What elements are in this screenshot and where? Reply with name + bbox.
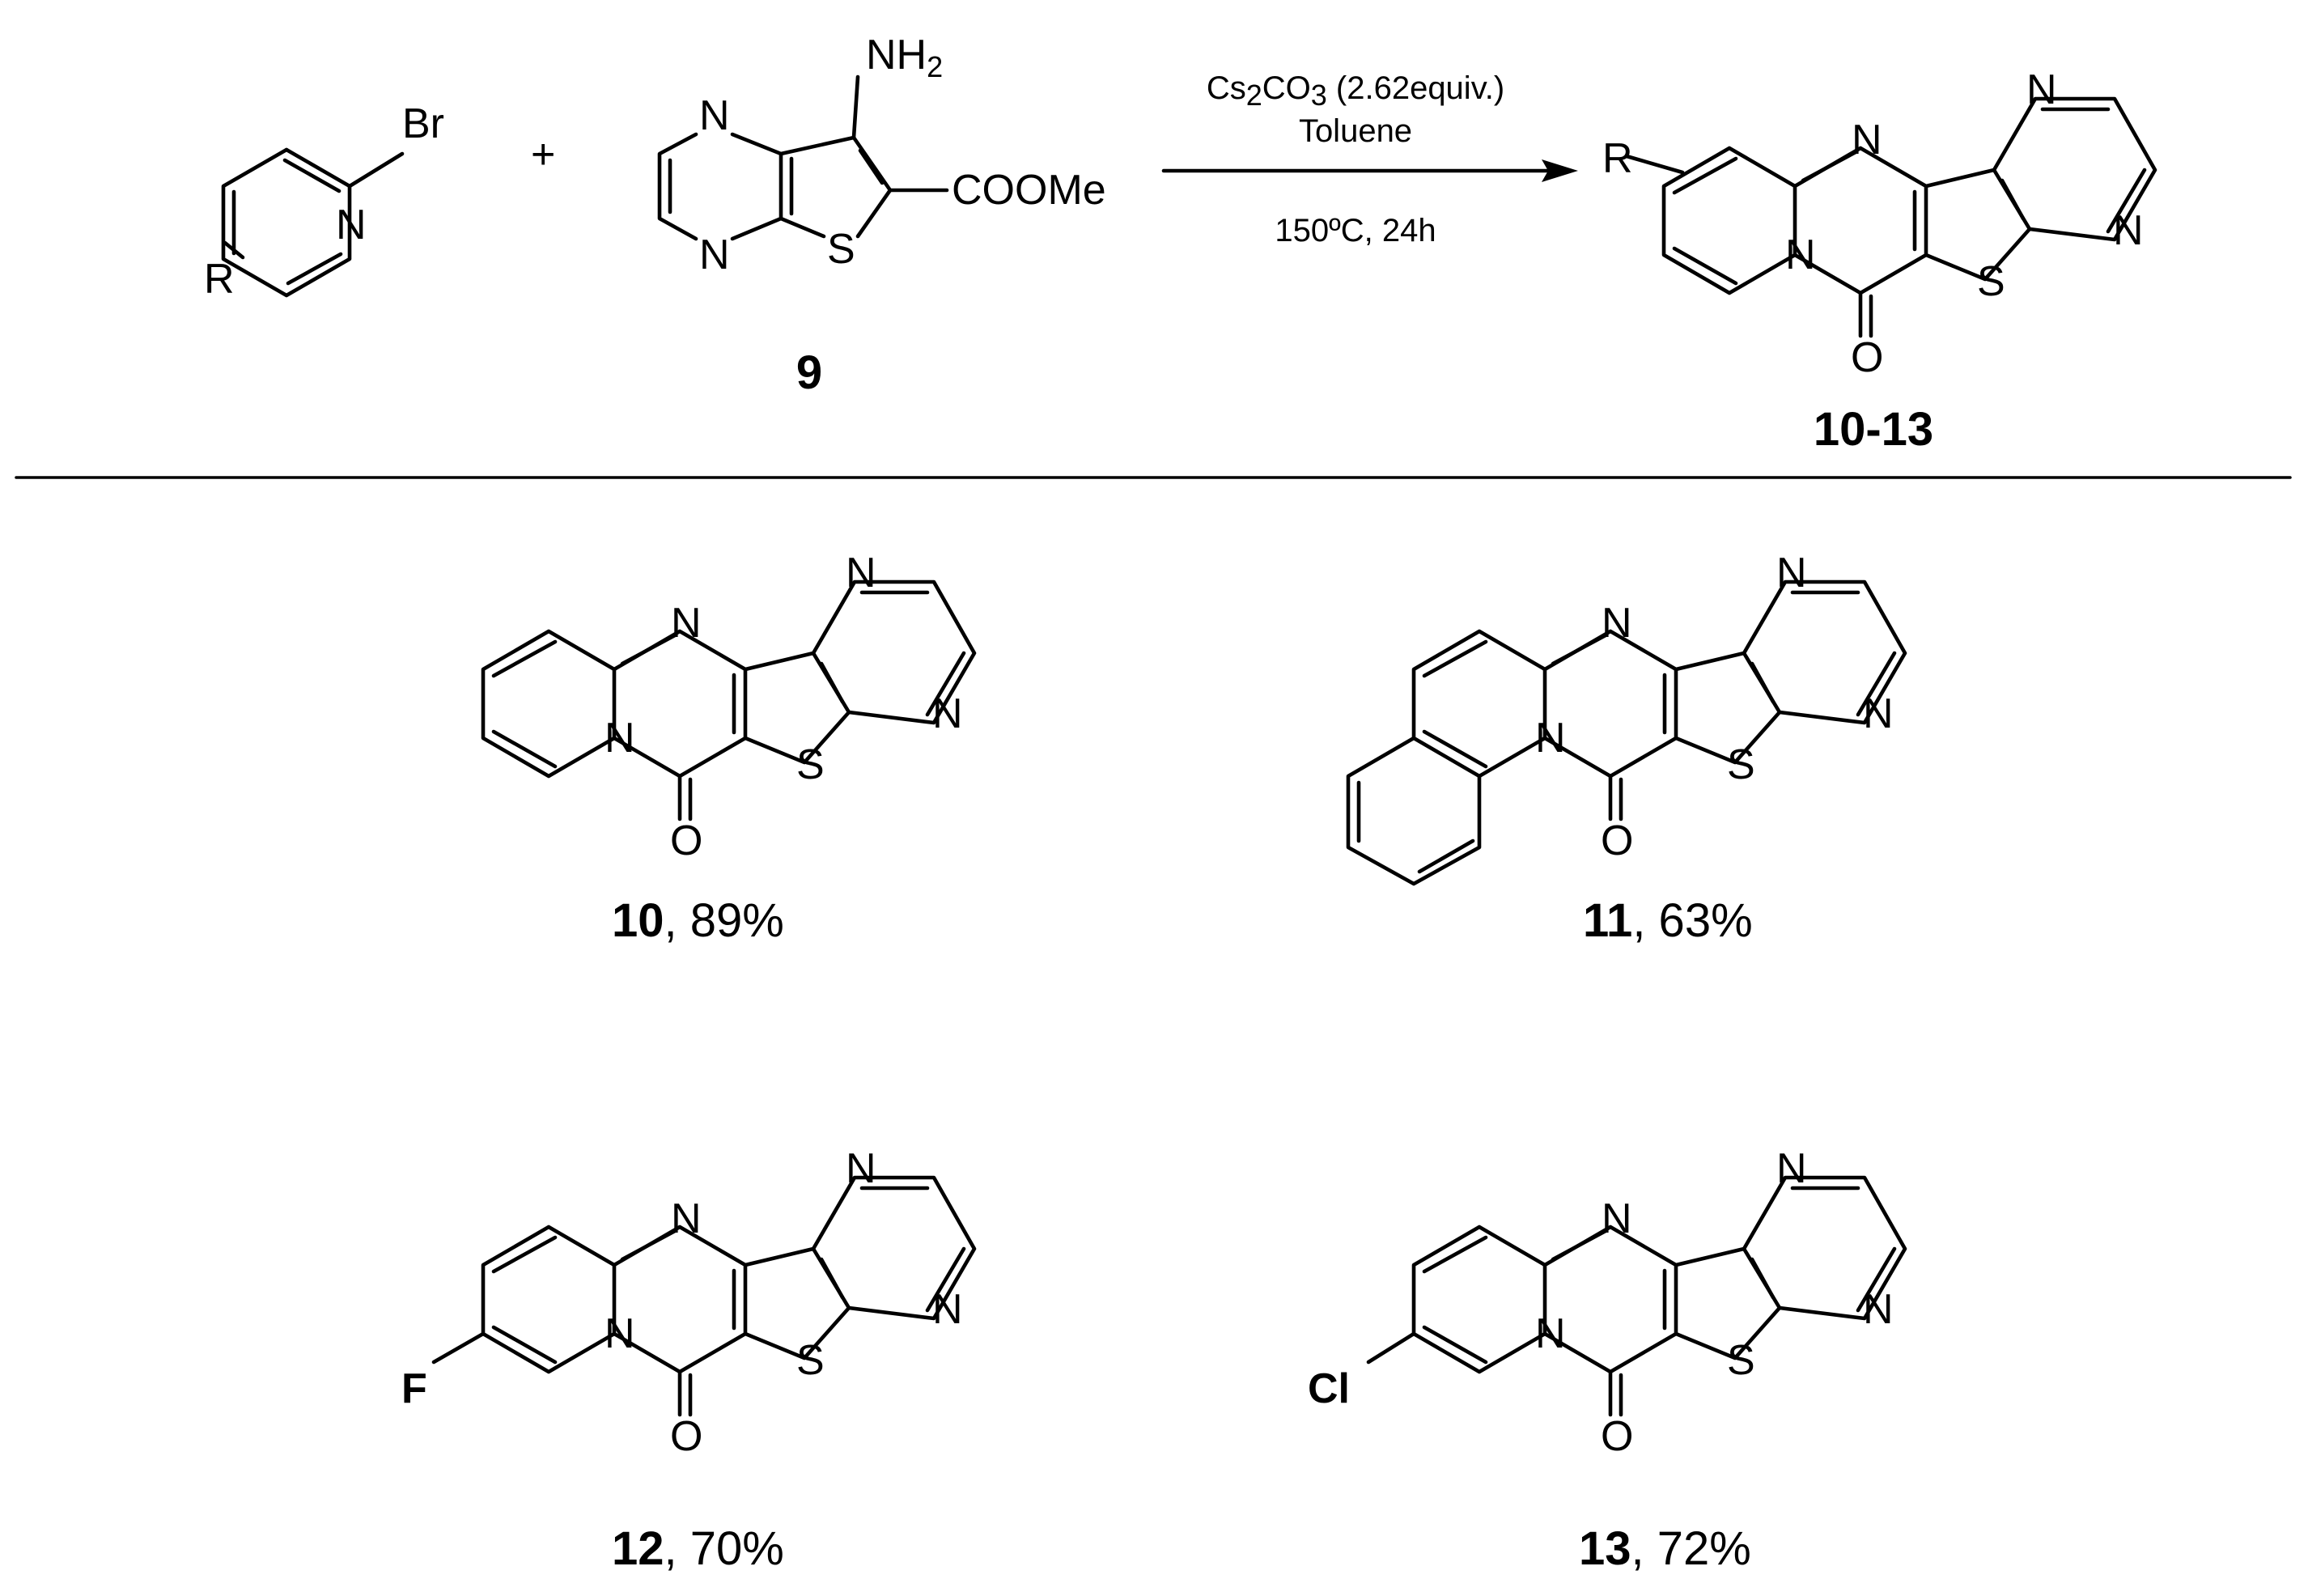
product-r-label: R — [1602, 135, 1633, 182]
oxygen: O — [1601, 817, 1633, 864]
compound-13-bonds — [1366, 1178, 1905, 1415]
r-substituent-label: R — [204, 256, 235, 303]
compound-10-bonds — [483, 582, 974, 819]
product-general: R N N N N S O 10-13 — [1602, 66, 2155, 456]
sulfur: S — [796, 1337, 825, 1384]
compound-10: N N N N S O 10, 89% — [483, 550, 974, 947]
sulfur: S — [1727, 741, 1755, 788]
bromopyridine-bonds — [221, 147, 405, 298]
amine-label: NH2 — [866, 32, 943, 83]
pyrazine-nitrogen-2: N — [1863, 1286, 1894, 1333]
sulfur: S — [1727, 1337, 1755, 1384]
pyrazine-nitrogen-1: N — [1776, 550, 1807, 596]
chloro-substituent: Cl — [1308, 1365, 1350, 1412]
compound-11: N N N N S O 11, 63% — [1346, 550, 1905, 947]
oxygen: O — [670, 1413, 702, 1460]
product-sulfur: S — [1977, 258, 2005, 305]
solvent-text: Toluene — [1299, 113, 1412, 149]
thiophene-sulfur: S — [827, 226, 855, 273]
arrow-head — [1542, 159, 1578, 182]
product-pyrazine-nitrogen-1: N — [2026, 66, 2057, 113]
bridge-nitrogen: N — [671, 600, 702, 647]
ring-nitrogen: N — [1535, 715, 1566, 762]
compound-9-label: 9 — [796, 346, 822, 399]
reactant-bromopyridine: Br N R — [204, 100, 444, 303]
plus-sign: + — [531, 131, 555, 178]
oxygen: O — [670, 817, 702, 864]
oxygen: O — [1601, 1413, 1633, 1460]
reaction-arrow: Cs2CO3 (2.62equiv.) Toluene 150ºC, 24h — [1161, 70, 1578, 248]
compound-12-bonds — [431, 1178, 974, 1415]
bridge-nitrogen: N — [1602, 1195, 1632, 1242]
product-oxygen: O — [1851, 334, 1883, 381]
compound-13: Cl N N N N S O 13, 72% — [1308, 1145, 1905, 1575]
pyrazine-nitrogen-bottom: N — [699, 231, 730, 278]
reactant-9: NH2 COOMe N N S 9 — [657, 32, 1106, 399]
ring-nitrogen: N — [605, 715, 635, 762]
product-bridge-nitrogen: N — [1852, 117, 1882, 163]
compound-12-caption: 12, 70% — [612, 1522, 784, 1575]
pyrazine-nitrogen-2: N — [932, 1286, 963, 1333]
pyrazine-nitrogen-2: N — [1863, 690, 1894, 737]
bridge-nitrogen: N — [1602, 600, 1632, 647]
compound-12: F N N N N S O 12, 70% — [401, 1145, 974, 1575]
pyrazine-nitrogen-2: N — [932, 690, 963, 737]
product-pyrazine-nitrogen-2: N — [2113, 207, 2144, 254]
bromo-label: Br — [402, 100, 444, 147]
compound-10-caption: 10, 89% — [612, 894, 784, 947]
sulfur: S — [796, 741, 825, 788]
pyrazine-nitrogen-1: N — [1776, 1145, 1807, 1192]
reactant-9-bonds — [657, 74, 949, 241]
compound-13-caption: 13, 72% — [1579, 1522, 1751, 1575]
compound-11-bonds — [1346, 582, 1905, 886]
product-ring-nitrogen: N — [1785, 231, 1816, 278]
product-label: 10-13 — [1814, 403, 1933, 456]
pyrazine-nitrogen-1: N — [846, 550, 876, 596]
fluoro-substituent: F — [401, 1365, 427, 1412]
pyrazine-nitrogen-top: N — [699, 92, 730, 139]
reagent-text: Cs2CO3 (2.62equiv.) — [1207, 70, 1504, 112]
ring-nitrogen: N — [605, 1310, 635, 1357]
pyrazine-nitrogen-1: N — [846, 1145, 876, 1192]
product-general-bonds — [1624, 99, 2155, 336]
compound-11-caption: 11, 63% — [1583, 894, 1753, 947]
ester-label: COOMe — [952, 167, 1106, 214]
bridge-nitrogen: N — [671, 1195, 702, 1242]
ring-nitrogen: N — [1535, 1310, 1566, 1357]
temperature-time-text: 150ºC, 24h — [1275, 213, 1436, 248]
pyridine-nitrogen: N — [336, 202, 367, 248]
